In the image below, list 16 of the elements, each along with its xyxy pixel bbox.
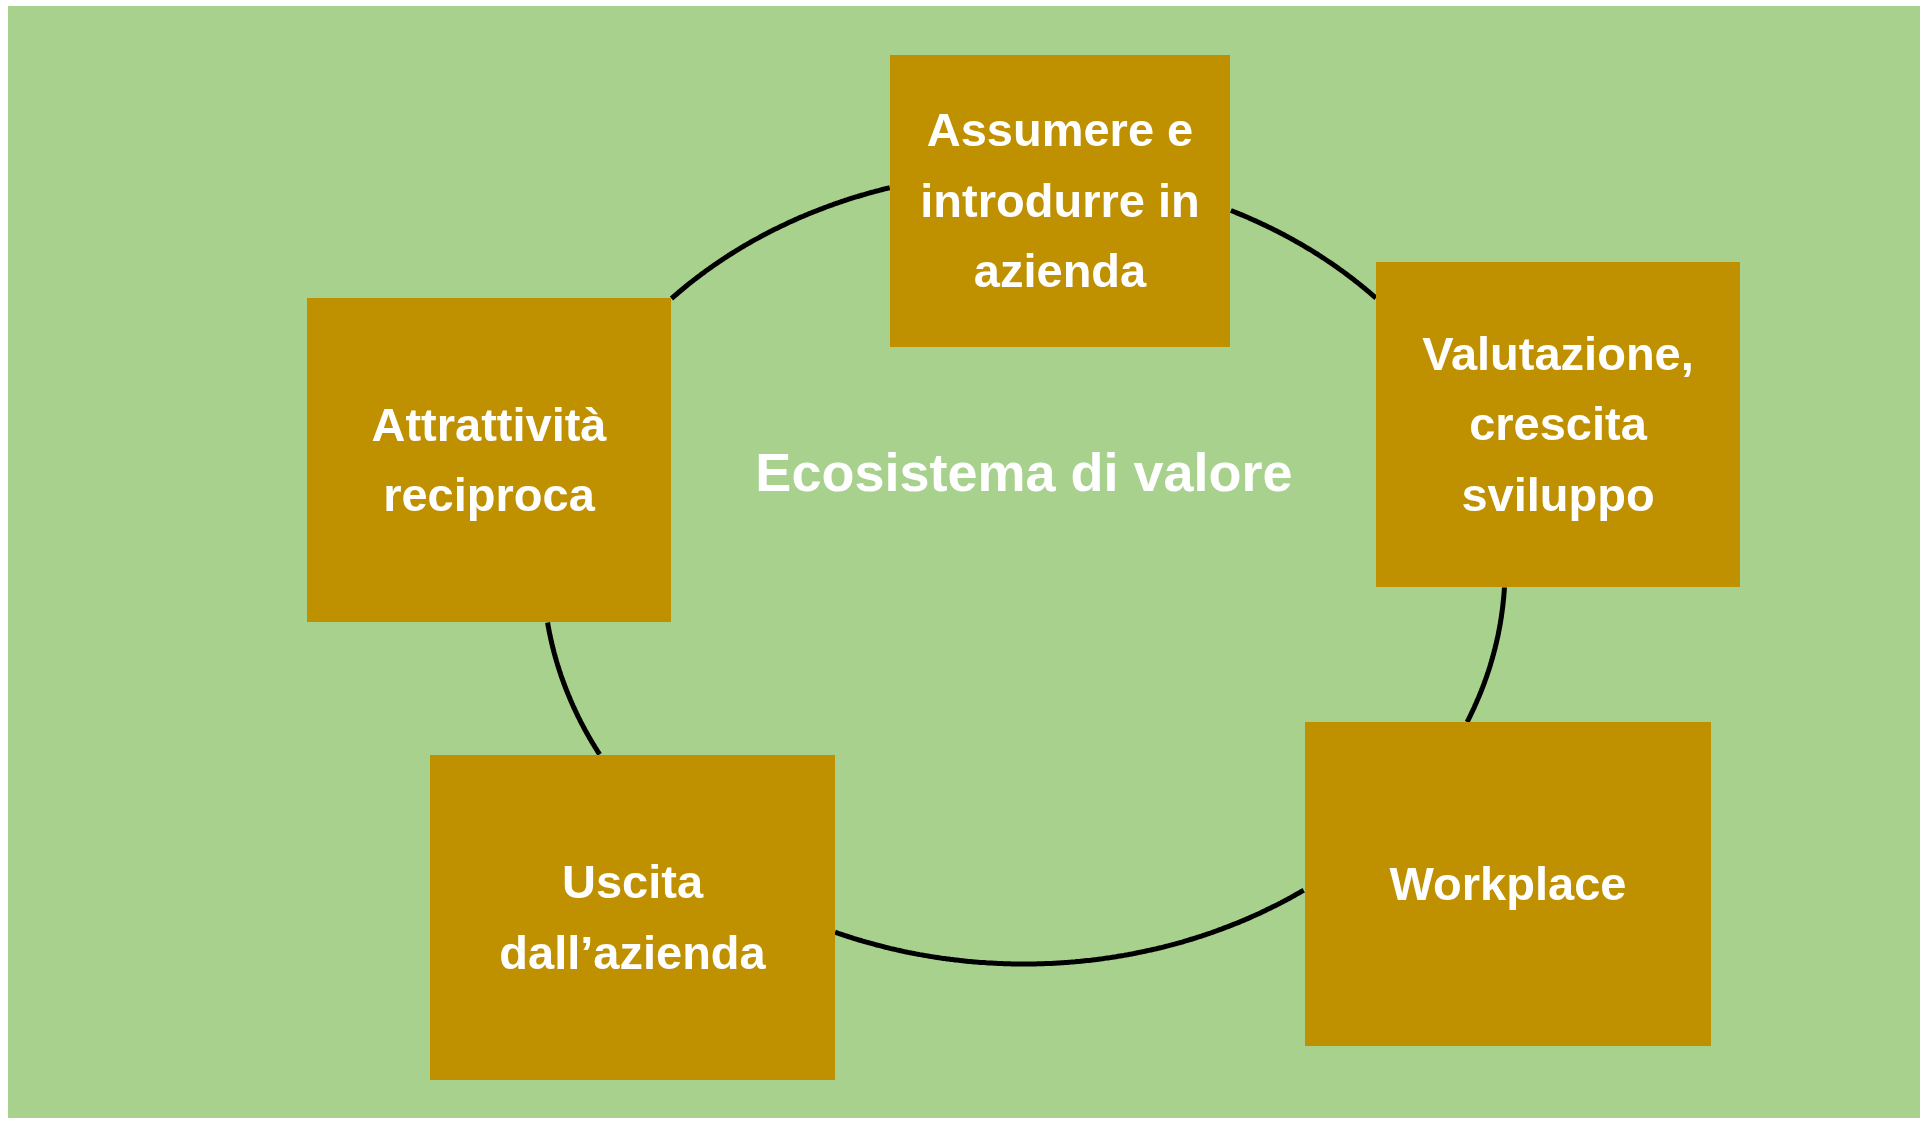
box-label: Valutazione, crescita sviluppo — [1421, 325, 1695, 523]
connector-arc — [545, 621, 602, 756]
process-box — [1305, 722, 1711, 1046]
box-label: Assumere e introdurre in azienda — [919, 102, 1201, 300]
process-box — [430, 755, 835, 1080]
box-label: Workplace — [1389, 855, 1627, 912]
connector-arc — [834, 888, 1305, 967]
box-label: Uscita dall’azienda — [498, 854, 767, 981]
connector-arc — [1229, 208, 1378, 300]
connector-arc — [669, 185, 891, 301]
process-box — [307, 298, 671, 622]
process-box — [890, 55, 1230, 347]
process-box — [1376, 262, 1740, 587]
center-label: Ecosistema di valore — [755, 441, 1293, 503]
box-label: Attrattività reciproca — [370, 396, 608, 523]
connector-arc — [1464, 586, 1507, 724]
